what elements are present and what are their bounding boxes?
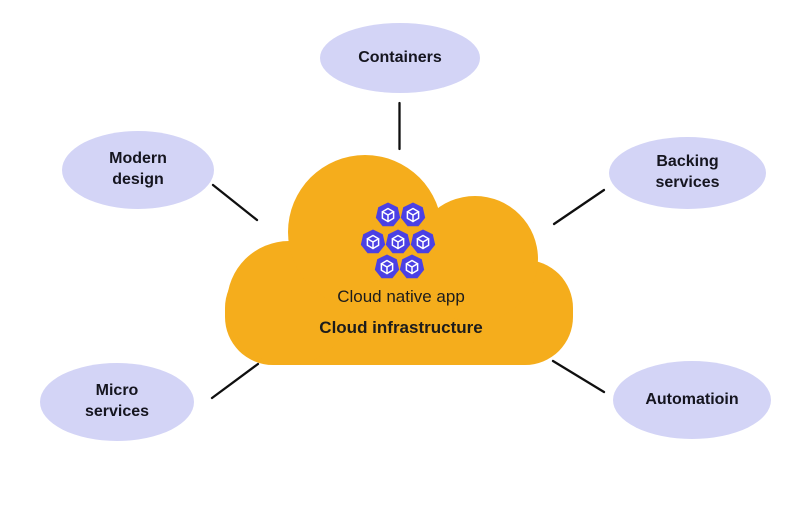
container-cube-icon xyxy=(385,228,411,255)
container-cube-icon xyxy=(374,253,400,280)
node-label: Backing services xyxy=(655,153,720,191)
cloud-native-app-label: Cloud native app xyxy=(337,287,465,306)
node-label: Containers xyxy=(358,48,442,66)
node-modern-design: Modern design xyxy=(62,131,214,209)
node-micro-services: Micro services xyxy=(40,363,194,441)
connector-backing-services xyxy=(552,188,606,226)
node-label: Micro services xyxy=(84,382,150,420)
connector-automation xyxy=(551,359,606,394)
connector-micro-services xyxy=(210,362,260,400)
cloud-infrastructure-label: Cloud infrastructure xyxy=(319,318,483,337)
container-icon-cluster xyxy=(360,201,436,280)
node-containers: Containers xyxy=(320,23,480,93)
container-cube-icon xyxy=(399,253,425,280)
container-cube-icon xyxy=(400,201,426,228)
node-backing-services: Backing services xyxy=(609,137,766,209)
node-automation: Automatioin xyxy=(613,361,771,439)
connector-modern-design xyxy=(211,183,259,222)
container-cube-icon xyxy=(360,228,386,255)
node-label: Automatioin xyxy=(645,390,739,408)
node-label: Modern design xyxy=(109,150,167,188)
container-cube-icon xyxy=(410,228,436,255)
container-cube-icon xyxy=(375,201,401,228)
